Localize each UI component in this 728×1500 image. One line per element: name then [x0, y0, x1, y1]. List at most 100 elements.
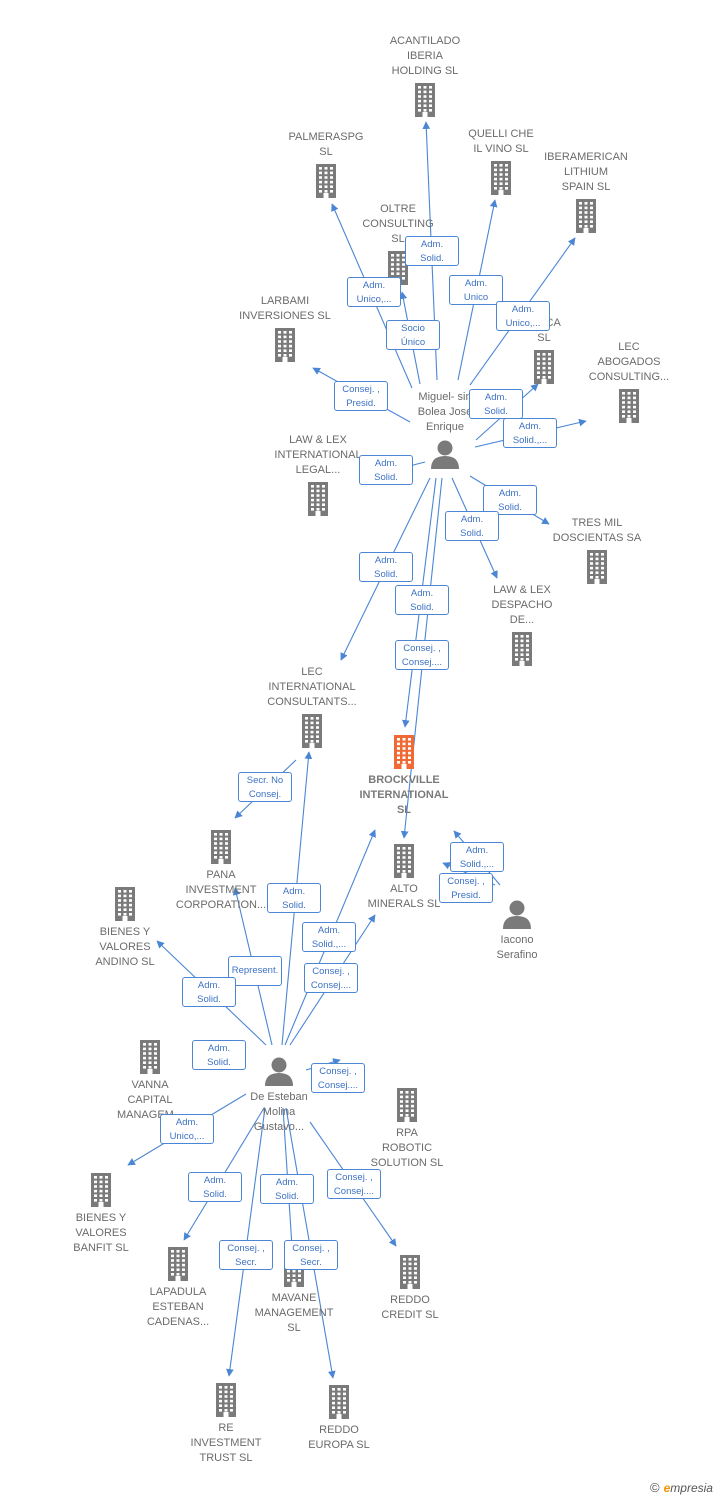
node-label-line: ROBOTIC	[381, 1142, 433, 1154]
edge-role-text: Presid.	[346, 398, 376, 409]
edge-role-text: Consej. ,	[319, 1066, 357, 1077]
node-label-line: Iacono	[500, 934, 534, 946]
node-label-line: LEC	[618, 341, 640, 353]
node-label-line: CONSULTING...	[588, 371, 670, 383]
edge-role-label: Adm.Solid.	[483, 485, 537, 515]
building-icon	[512, 632, 532, 666]
building-icon	[619, 389, 639, 423]
edge-role-text: Adm.	[374, 555, 398, 566]
edge-role-text: Adm.	[197, 980, 221, 991]
edge-role-text: Adm.	[275, 1177, 299, 1188]
node-label-line: IBERIA	[406, 50, 444, 62]
node-reddoeuropa[interactable]: REDDO EUROPA SL	[279, 1385, 399, 1453]
node-label-line: LITHIUM	[564, 166, 608, 178]
edge-role-text: Solid.	[282, 900, 306, 911]
edge-role-text: Solid.	[207, 1057, 231, 1068]
empresia-logo[interactable]: ©empresia	[650, 1480, 713, 1495]
edge-role-text: Socio	[401, 323, 425, 334]
edge-role-text: Adm.	[518, 421, 542, 432]
edge-role-label: Adm.Solid.	[260, 1174, 314, 1204]
node-label-line: ESTEBAN	[152, 1301, 204, 1313]
node-label-line: OLTRE	[380, 203, 416, 215]
building-icon	[140, 1040, 160, 1074]
node-label-line: ABOGADOS	[597, 356, 661, 368]
edge-role-label: Adm.Solid.	[395, 585, 449, 615]
node-label-line: PALMERASPG	[288, 131, 364, 143]
node-label-line: LEC	[301, 666, 323, 678]
node-label-line: INVESTMENT	[190, 1437, 262, 1449]
building-icon	[308, 482, 328, 516]
node-label-line: MINERALS SL	[367, 898, 441, 910]
node-label-line: ACANTILADO	[389, 35, 461, 47]
node-label-line: BANFIT SL	[73, 1242, 129, 1254]
edge-role-text: Solid.	[374, 472, 398, 483]
edge-role-text: Adm.	[362, 280, 386, 291]
node-label-line: IBERAMERICAN	[544, 151, 628, 163]
edge-role-text: Adm.	[498, 488, 522, 499]
building-icon	[534, 350, 554, 384]
edge-role-text: Unico	[463, 292, 489, 303]
edge-role-label: Adm.Solid.,...	[503, 418, 557, 448]
node-label-line: Bolea Jose	[417, 406, 473, 418]
node-label-line: BIENES Y	[75, 1212, 127, 1224]
node-label-line: Gustavo...	[253, 1121, 305, 1133]
person-icon	[503, 900, 531, 929]
edge-role-text: Adm.	[484, 392, 508, 403]
node-label-line: LAW & LEX	[493, 584, 551, 596]
building-icon	[576, 199, 596, 233]
edge-role-text: Adm.	[420, 239, 444, 250]
building-icon	[397, 1088, 417, 1122]
node-label-line: ALTO	[390, 883, 418, 895]
edge-role-text: Consej....	[401, 657, 443, 668]
node-lecabogados[interactable]: LEC ABOGADOS CONSULTING...	[569, 340, 689, 423]
edge-role-text: Solid.	[374, 569, 398, 580]
node-label-line: REDDO	[319, 1424, 359, 1436]
node-label-line: RE	[218, 1422, 234, 1434]
person-icon	[265, 1057, 293, 1086]
edge-role-text: Represent.	[231, 965, 279, 976]
edge-role-text: Solid.	[410, 602, 434, 613]
building-icon	[275, 328, 295, 362]
edge-role-text: Consej....	[310, 980, 352, 991]
edge-role-label: Adm.Solid.	[188, 1172, 242, 1202]
person-icon	[431, 440, 459, 469]
node-label-line: EUROPA SL	[308, 1439, 370, 1451]
node-label-line: Serafino	[496, 949, 538, 961]
building-icon	[394, 844, 414, 878]
edge-role-text: Único	[400, 337, 426, 348]
node-label-line: INVESTMENT	[185, 884, 257, 896]
building-icon	[329, 1385, 349, 1419]
edge-role-text: Consej....	[333, 1186, 375, 1197]
edge-role-label: Adm.Solid.,...	[450, 842, 504, 872]
edge-role-text: Adm.	[511, 304, 535, 315]
node-alto[interactable]: ALTO MINERALS SL	[344, 844, 464, 912]
edge-role-label: Adm.Solid.	[267, 883, 321, 913]
node-label-line: DE...	[509, 614, 535, 626]
node-label-line: SL	[537, 332, 551, 344]
